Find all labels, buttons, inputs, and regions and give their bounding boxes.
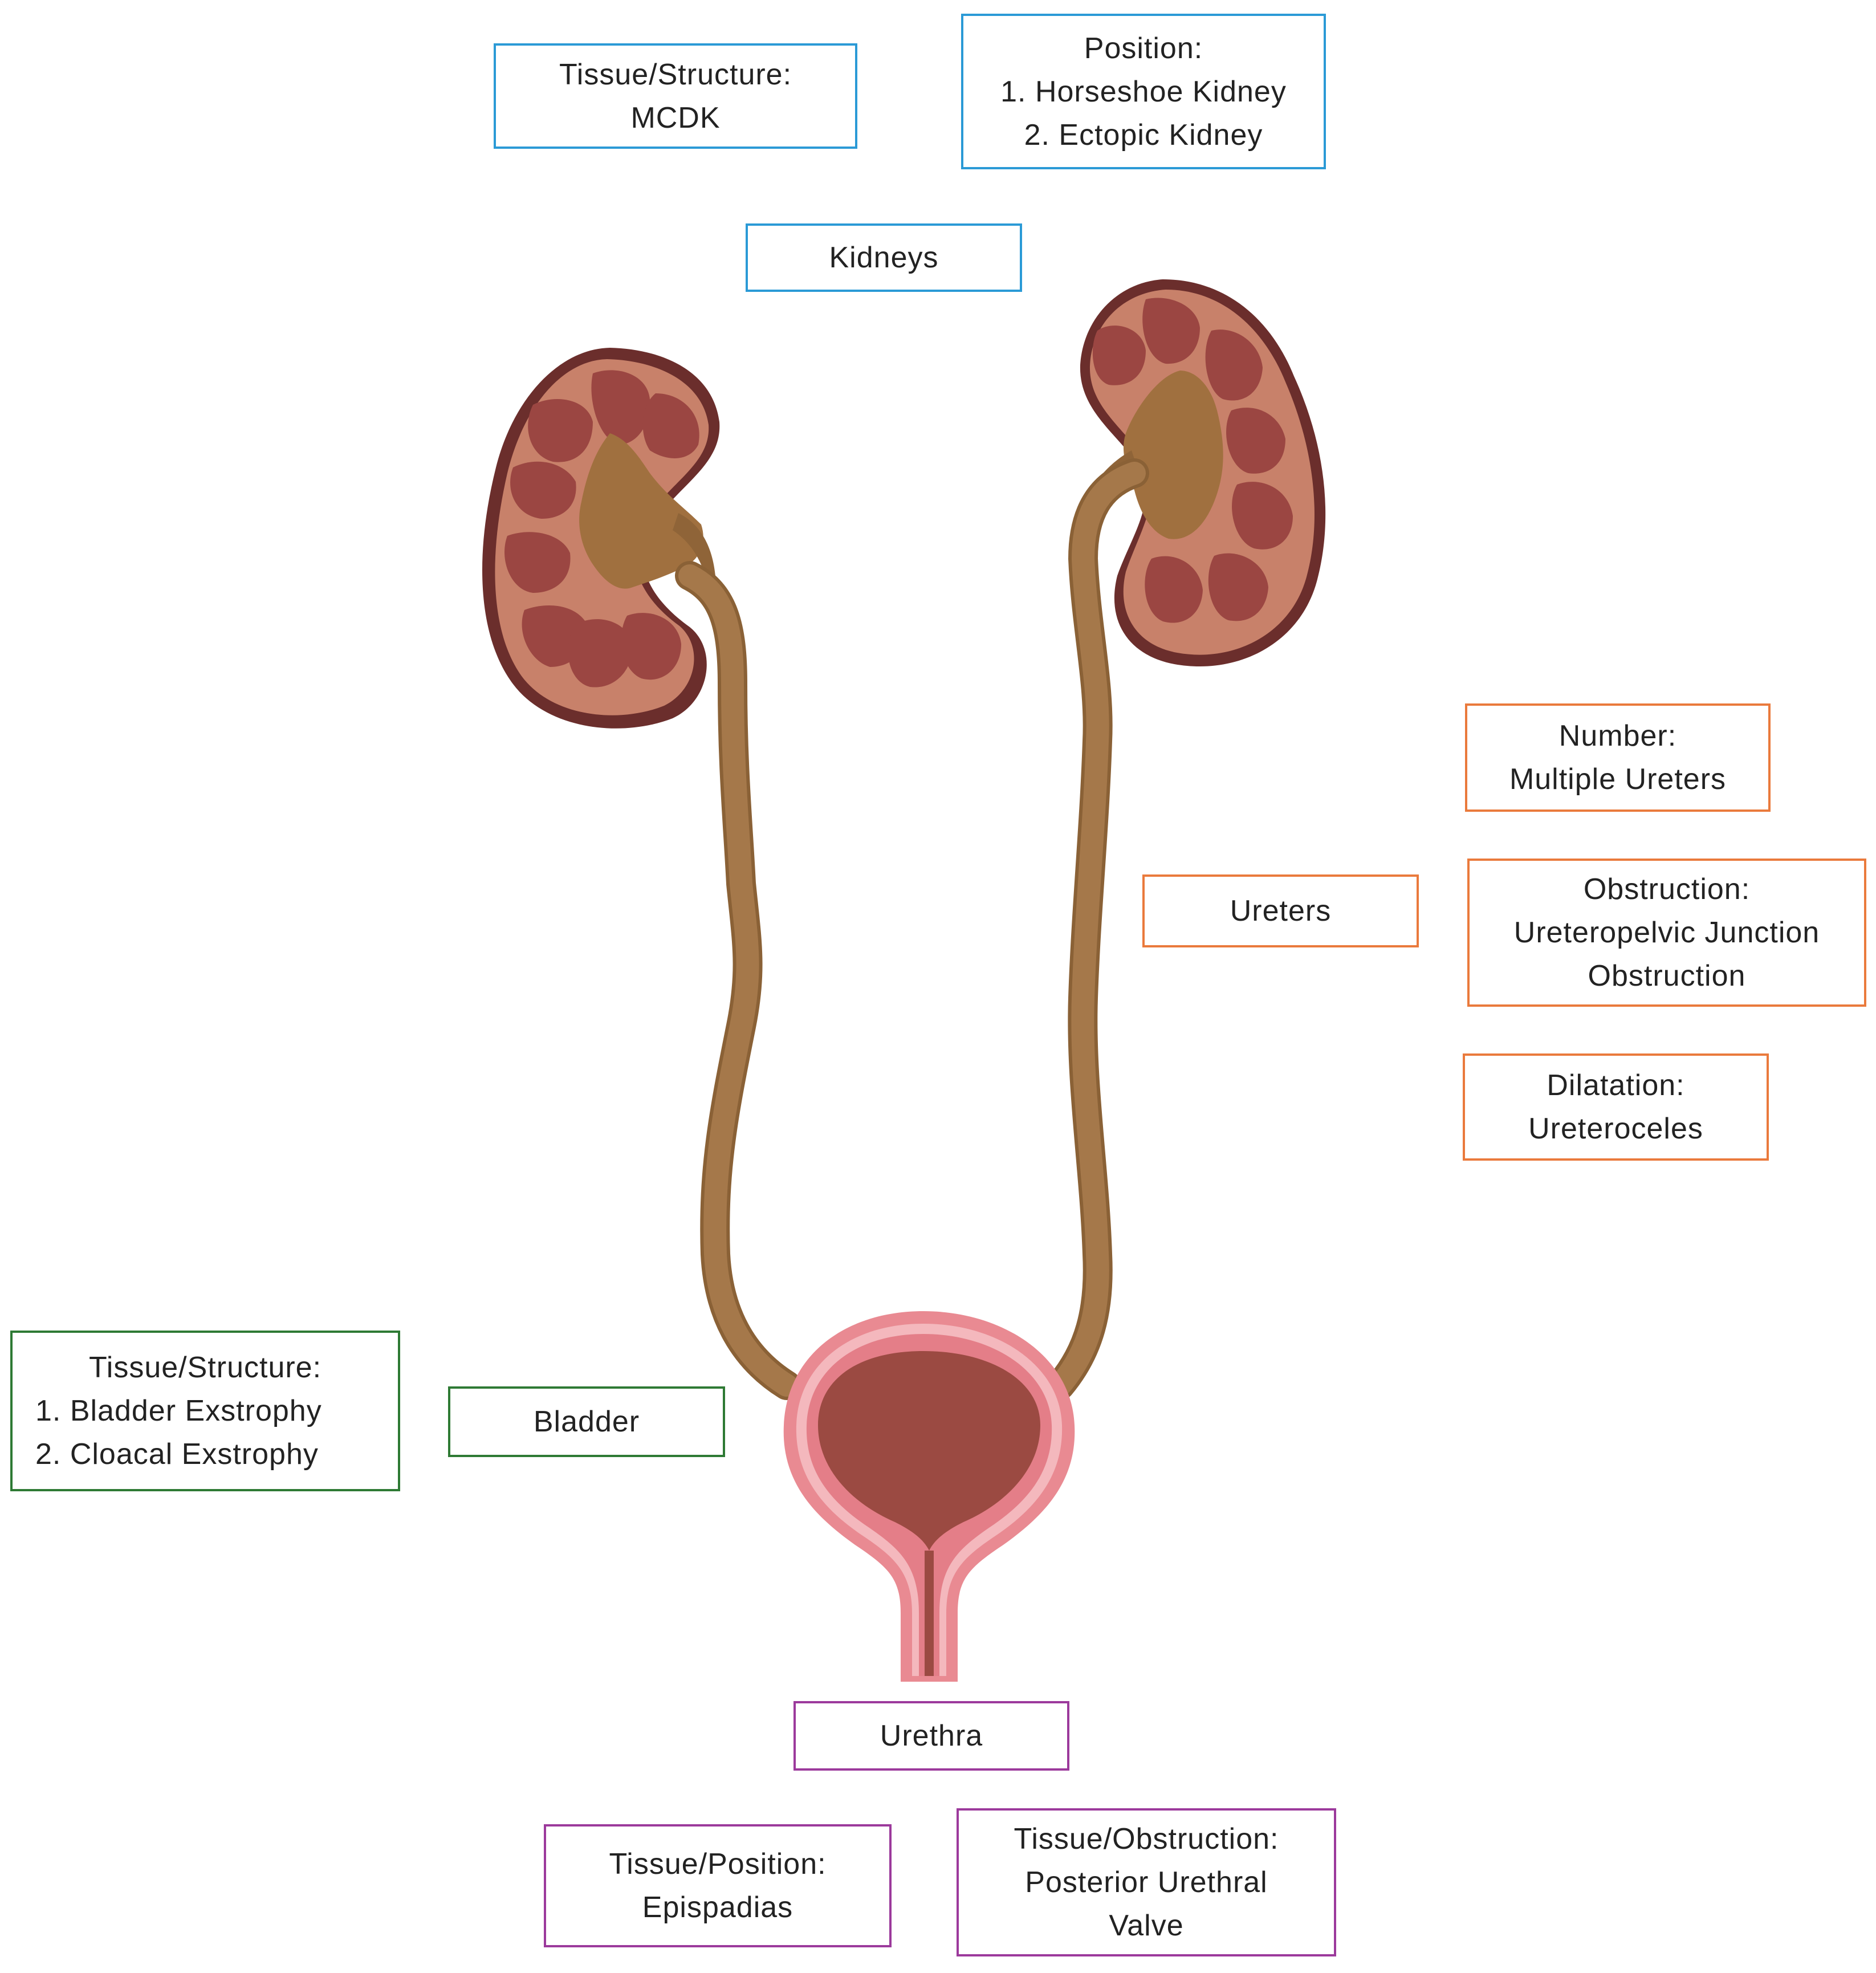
- kidney-tissue-structure-box: Tissue/Structure: MCDK: [494, 43, 857, 149]
- urethra-tissue-obstruction-heading: Tissue/Obstruction:: [1014, 1823, 1279, 1856]
- bladder-tissue-item: 2. Cloacal Exstrophy: [35, 1438, 319, 1471]
- right-kidney: [1080, 279, 1326, 667]
- bladder-organ: [783, 1311, 1075, 1682]
- ureters-label: Ureters: [1230, 894, 1332, 927]
- kidney-position-item: 2. Ectopic Kidney: [1024, 118, 1263, 152]
- ureter-dilatation-box: Dilatation: Ureteroceles: [1463, 1053, 1769, 1161]
- urethra-label-box: Urethra: [793, 1701, 1069, 1771]
- ureter-obstruction-item: Obstruction: [1588, 959, 1746, 992]
- ureter-dilatation-heading: Dilatation:: [1547, 1069, 1685, 1102]
- ureter-obstruction-item: Ureteropelvic Junction: [1513, 916, 1820, 949]
- urethra-tissue-obstruction-item: Posterior Urethral: [1025, 1866, 1268, 1899]
- ureter-number-heading: Number:: [1558, 719, 1677, 752]
- kidney-position-item: 1. Horseshoe Kidney: [1000, 75, 1287, 108]
- kidney-tissue-item: MCDK: [630, 101, 721, 135]
- ureter-number-box: Number: Multiple Ureters: [1465, 703, 1771, 812]
- bladder-tissue-structure-box: Tissue/Structure: 1. Bladder Exstrophy 2…: [10, 1331, 400, 1491]
- ureter-dilatation-item: Ureteroceles: [1528, 1112, 1703, 1145]
- kidney-position-heading: Position:: [1084, 31, 1203, 65]
- urethra-tissue-position-item: Epispadias: [642, 1891, 793, 1924]
- urethra-tissue-obstruction-item: Valve: [1109, 1909, 1184, 1942]
- kidneys-label: Kidneys: [829, 241, 939, 274]
- ureters-label-box: Ureters: [1142, 874, 1419, 947]
- urethra-tissue-position-box: Tissue/Position: Epispadias: [544, 1824, 892, 1947]
- bladder-tissue-heading: Tissue/Structure:: [88, 1351, 322, 1384]
- urethra-tissue-obstruction-box: Tissue/Obstruction: Posterior Urethral V…: [957, 1808, 1336, 1956]
- ureter-obstruction-box: Obstruction: Ureteropelvic Junction Obst…: [1467, 859, 1866, 1007]
- kidney-tissue-heading: Tissue/Structure:: [559, 58, 792, 91]
- bladder-label: Bladder: [533, 1405, 640, 1438]
- ureter-obstruction-heading: Obstruction:: [1583, 873, 1751, 906]
- urethra-tissue-position-heading: Tissue/Position:: [609, 1848, 827, 1881]
- bladder-label-box: Bladder: [448, 1386, 725, 1457]
- left-kidney: [482, 348, 720, 729]
- kidneys-label-box: Kidneys: [746, 223, 1022, 292]
- bladder-tissue-item: 1. Bladder Exstrophy: [35, 1394, 322, 1427]
- urethra-label: Urethra: [880, 1719, 983, 1752]
- ureter-number-item: Multiple Ureters: [1509, 763, 1727, 796]
- kidney-position-box: Position: 1. Horseshoe Kidney 2. Ectopic…: [961, 14, 1326, 169]
